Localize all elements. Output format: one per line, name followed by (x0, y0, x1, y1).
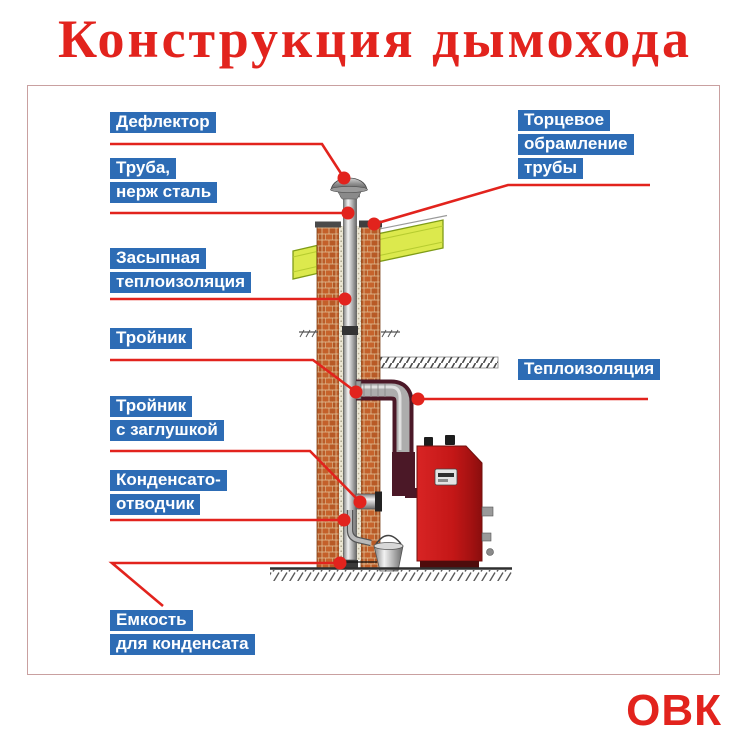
label-text: с заглушкой (110, 420, 224, 441)
label-text: нерж сталь (110, 182, 218, 203)
label-text: Тройник (110, 396, 193, 417)
label-pipe-stainless: Труба, нерж сталь (110, 158, 218, 206)
condensate-drain (346, 510, 372, 547)
label-text: трубы (518, 158, 583, 179)
callout-deflector (110, 142, 346, 179)
label-text: Емкость (110, 610, 193, 631)
label-condensate-trap: Конденсато- отводчик (110, 470, 227, 518)
pipe-clamp (342, 326, 358, 335)
page-title: Конструкция дымохода (57, 9, 692, 69)
chimney-cap-left (315, 221, 341, 228)
label-text: Тройник (110, 328, 193, 349)
label-pipe-end-framing: Торцевое обрамление трубы (518, 110, 634, 182)
callout-lines (108, 142, 650, 607)
bucket-handle (375, 534, 402, 545)
label-deflector: Дефлектор (110, 112, 216, 136)
label-text: отводчик (110, 494, 201, 515)
brand-logo: ОВК (626, 686, 722, 735)
label-text: теплоизоляция (110, 272, 251, 293)
callout-tank (108, 561, 340, 607)
label-text: Теплоизоляция (518, 359, 661, 380)
backfill-insulation-layer (339, 226, 344, 560)
label-condensate-tank: Емкость для конденсата (110, 610, 255, 658)
tee-elbow (355, 379, 417, 498)
boiler (416, 435, 494, 568)
label-backfill-insulation: Засыпная теплоизоляция (110, 248, 251, 296)
label-thermal-insulation: Теплоизоляция (518, 359, 661, 383)
label-text: Торцевое (518, 110, 611, 131)
label-text: Конденсато- (110, 470, 227, 491)
ground (270, 567, 512, 581)
flue-collar (392, 452, 415, 496)
callout-dots (333, 171, 425, 570)
label-tee-with-plug: Тройник с заглушкой (110, 396, 224, 444)
label-text: обрамление (518, 134, 634, 155)
callout-tee (110, 358, 357, 394)
callout-framing (373, 183, 650, 226)
label-tee: Тройник (110, 328, 193, 352)
callout-tee-plug (110, 449, 361, 503)
ceiling-insulation (379, 356, 499, 369)
condensate-bucket (341, 534, 404, 572)
label-text: Засыпная (110, 248, 206, 269)
label-text: Труба, (110, 158, 177, 179)
label-text: для конденсата (110, 634, 255, 655)
label-text: Дефлектор (110, 112, 216, 133)
roof-panel (292, 214, 448, 280)
